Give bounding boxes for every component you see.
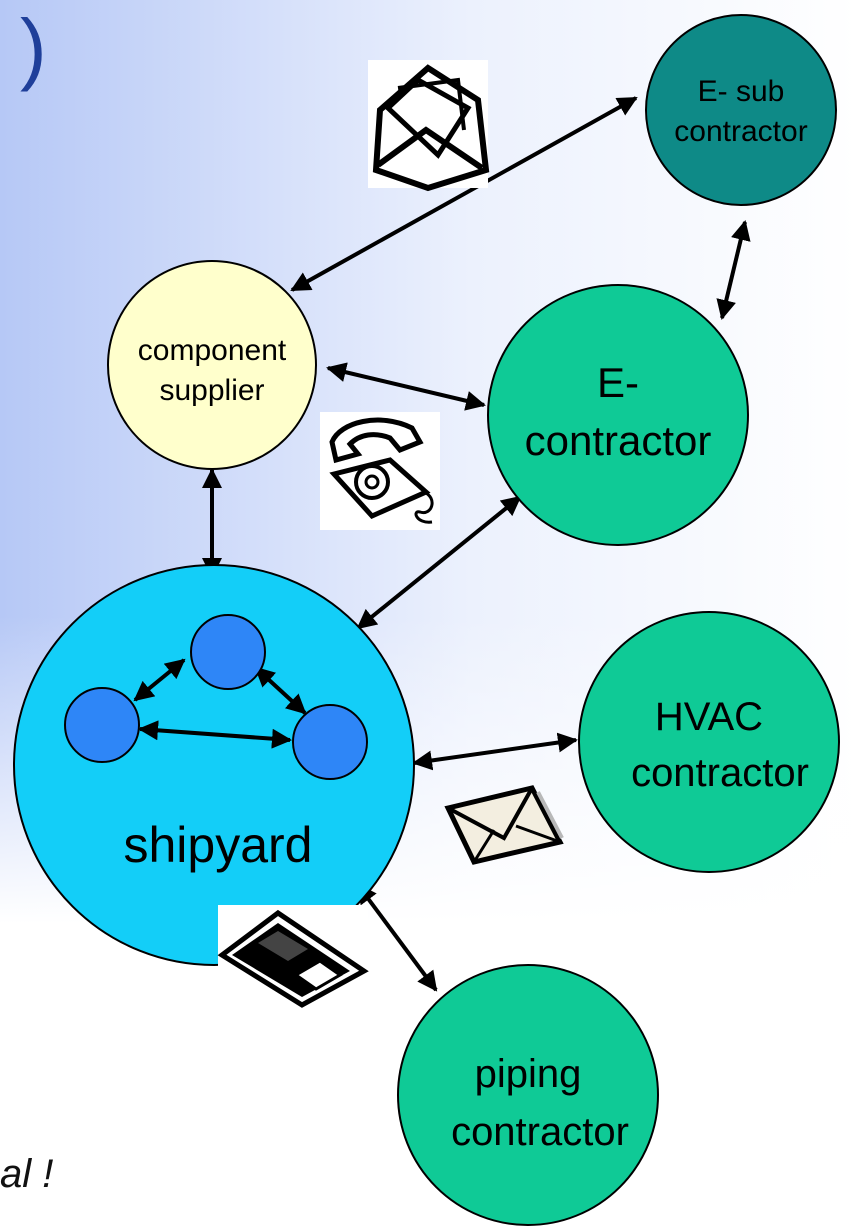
node-hvac-contractor: HVAC contractor: [578, 611, 840, 873]
envelope-icon: [444, 785, 564, 865]
supplier-line2: supplier: [159, 374, 264, 407]
floppy-disk-icon: [217, 905, 369, 1008]
arrow-shipyard-piping: [356, 883, 438, 992]
node-piping-contractor: piping contractor: [397, 964, 659, 1226]
e-sub-line2: contractor: [674, 115, 807, 148]
slide-text-fragment: al !: [0, 1152, 54, 1196]
arrow-shipyard-hvac: [412, 732, 578, 771]
e-sub-line1: E- sub: [698, 75, 785, 108]
node-e-contractor: E- contractor: [487, 284, 749, 546]
arrow-shipyard-econtractor: [356, 495, 522, 630]
piping-line1: piping: [475, 1052, 582, 1096]
e-contractor-line1: E-: [597, 359, 639, 406]
e-contractor-line2: contractor: [525, 417, 712, 464]
shipyard-label: shipyard: [124, 817, 313, 873]
envelopes-icon: [368, 60, 490, 192]
shipyard-inner-node-left: [64, 687, 140, 763]
arrow-supplier-esub: [290, 96, 638, 292]
piping-line2: contractor: [451, 1110, 629, 1154]
arrow-econtractor-esub: [716, 220, 751, 320]
hvac-line1: HVAC: [655, 695, 763, 739]
telephone-icon: [320, 412, 440, 530]
node-component-supplier: component supplier: [107, 260, 317, 470]
shipyard-inner-node-right: [292, 704, 368, 780]
supplier-line1: component: [138, 334, 287, 367]
arrow-supplier-econtractor: [326, 362, 486, 411]
node-shipyard: shipyard: [13, 564, 415, 966]
slide-title-fragment: ): [20, 3, 47, 92]
shipyard-inner-node-top: [190, 614, 266, 690]
shipyard-internal-arrows: [133, 658, 307, 749]
node-e-sub-contractor: E- sub contractor: [645, 14, 837, 206]
connections: [202, 96, 751, 992]
hvac-line2: contractor: [631, 751, 809, 795]
